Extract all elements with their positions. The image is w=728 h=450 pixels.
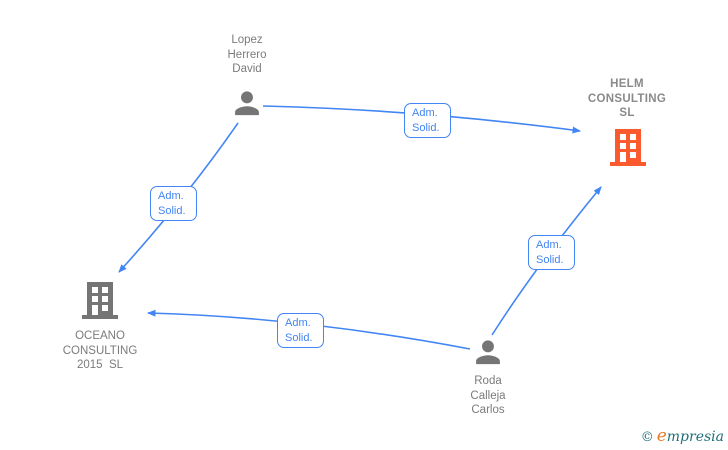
company-building-icon[interactable] <box>80 280 120 320</box>
copyright-icon: © <box>640 430 654 445</box>
empresia-watermark: ©empresia <box>641 426 724 446</box>
person-icon[interactable] <box>230 86 264 120</box>
edge-label-roda-helm: Adm.Solid. <box>528 235 575 270</box>
edge-label-lopez-helm: Adm.Solid. <box>404 103 451 138</box>
edge-label-lopez-oceano: Adm.Solid. <box>150 186 197 221</box>
edge-label-roda-oceano: Adm.Solid. <box>277 313 324 348</box>
company-building-icon[interactable] <box>608 127 648 167</box>
brand-rest: mpresia <box>666 429 724 445</box>
person-icon[interactable] <box>471 335 505 369</box>
brand-lead-letter: e <box>656 426 667 446</box>
